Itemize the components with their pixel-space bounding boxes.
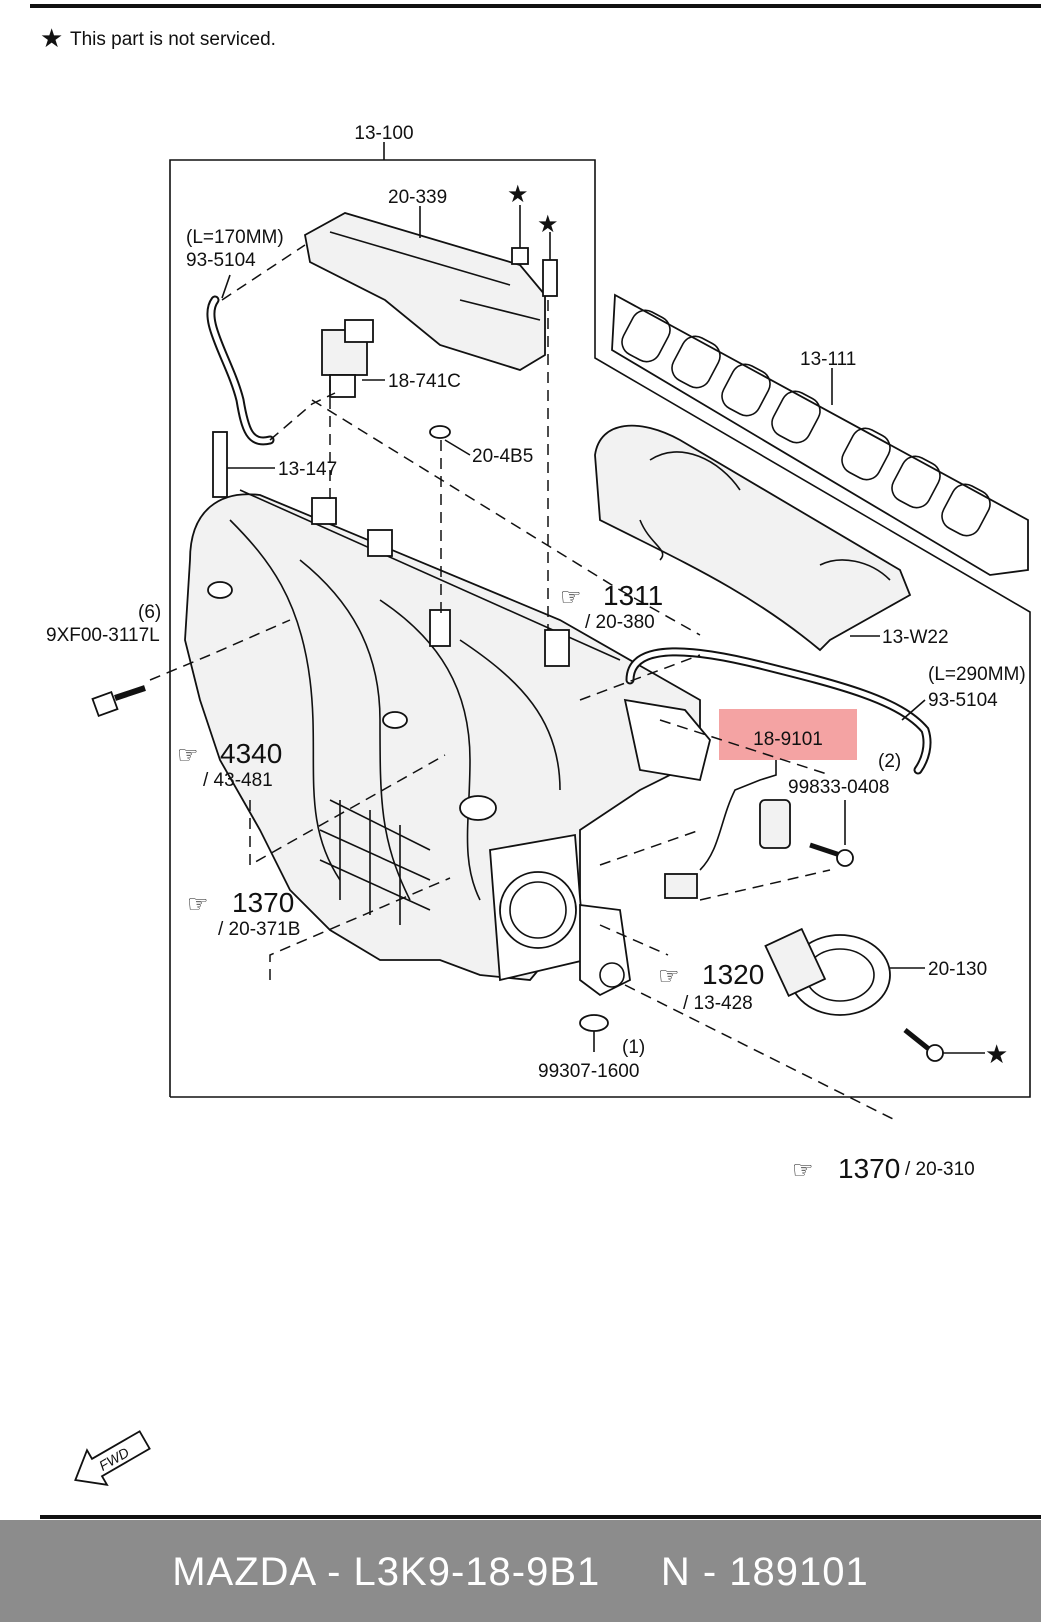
star-icon: ★ — [40, 23, 63, 53]
bolt-valve — [903, 1028, 932, 1052]
label-assembly: 13-100 — [354, 123, 413, 144]
highlight-box — [719, 709, 857, 760]
stud-bolt — [542, 259, 558, 297]
pointing-hand-icon: ☞ — [792, 1157, 814, 1184]
star-icon: ★ — [507, 181, 529, 208]
forward-arrow-icon: FWD — [74, 1430, 151, 1486]
label-hose-right-length: (L=290MM) — [928, 664, 1026, 685]
ref-4340-num: 4340 — [220, 738, 282, 769]
ref-1370b-num: 1370 — [838, 1153, 900, 1184]
o-ring — [579, 1014, 609, 1032]
label-screw-qty: (2) — [878, 751, 901, 772]
note-text: This part is not serviced. — [70, 29, 276, 50]
label-stud: 13-147 — [278, 459, 337, 480]
pointing-hand-icon: ☞ — [560, 584, 582, 611]
label-oring-qty: (1) — [622, 1037, 645, 1058]
ref-1311-num: 1311 — [603, 580, 663, 611]
label-bolt: 9XF00-3117L — [46, 625, 160, 646]
heat-insulator — [594, 424, 912, 652]
engine-cover — [303, 212, 546, 371]
ref-1370b-sub: / 20-310 — [905, 1159, 975, 1180]
sensor — [759, 799, 791, 849]
assembly-frame — [169, 142, 1031, 1098]
label-insulator: 13-W22 — [882, 627, 949, 648]
ref-1320-num: 1320 — [702, 959, 764, 990]
parts-diagram: ★ This part is not serviced. 13-100 13-1… — [30, 4, 1041, 1519]
star-icon: ★ — [537, 211, 559, 238]
label-solenoid: 18-741C — [388, 371, 461, 392]
label-gasket-upper: 20-4B5 — [472, 446, 533, 467]
ref-1370a-sub: / 20-371B — [218, 919, 300, 940]
ref-4340-sub: / 43-481 — [203, 770, 273, 791]
footer-bar: MAZDA - L3K9-18-9B1 N - 189101 — [0, 1520, 1041, 1622]
star-icon: ★ — [985, 1039, 1008, 1069]
solenoid-valve — [321, 319, 374, 398]
ref-1311-sub: / 20-380 — [585, 612, 655, 633]
sensor-connector — [664, 873, 698, 899]
pointing-hand-icon: ☞ — [658, 963, 680, 990]
nut — [511, 247, 529, 265]
label-hose-right: 93-5104 — [928, 690, 998, 711]
gasket-small — [429, 425, 451, 439]
intake-manifold — [184, 489, 711, 997]
screw — [809, 842, 841, 858]
manifold-gasket — [611, 293, 1029, 576]
label-oring: 99307-1600 — [538, 1061, 639, 1082]
control-valve — [764, 927, 891, 1016]
label-valve: 20-130 — [928, 959, 987, 980]
label-screw: 99833-0408 — [788, 777, 889, 798]
stud — [212, 431, 228, 498]
label-sensor: 18-9101 — [753, 729, 823, 750]
label-hose-top: 93-5104 — [186, 250, 256, 271]
pointing-hand-icon: ☞ — [187, 891, 209, 918]
ref-1320-sub: / 13-428 — [683, 993, 753, 1014]
leader-lines — [149, 244, 896, 1121]
ref-1370a-num: 1370 — [232, 887, 294, 918]
label-bolt-qty: (6) — [138, 602, 161, 623]
pointing-hand-icon: ☞ — [177, 742, 199, 769]
footer-part-number: MAZDA - L3K9-18-9B1 N - 189101 — [172, 1550, 869, 1594]
label-manifold-gasket: 13-111 — [800, 349, 856, 370]
bolt — [91, 690, 119, 718]
vacuum-hose-top — [206, 295, 275, 446]
label-cover: 20-339 — [388, 187, 447, 208]
label-hose-top-length: (L=170MM) — [186, 227, 284, 248]
